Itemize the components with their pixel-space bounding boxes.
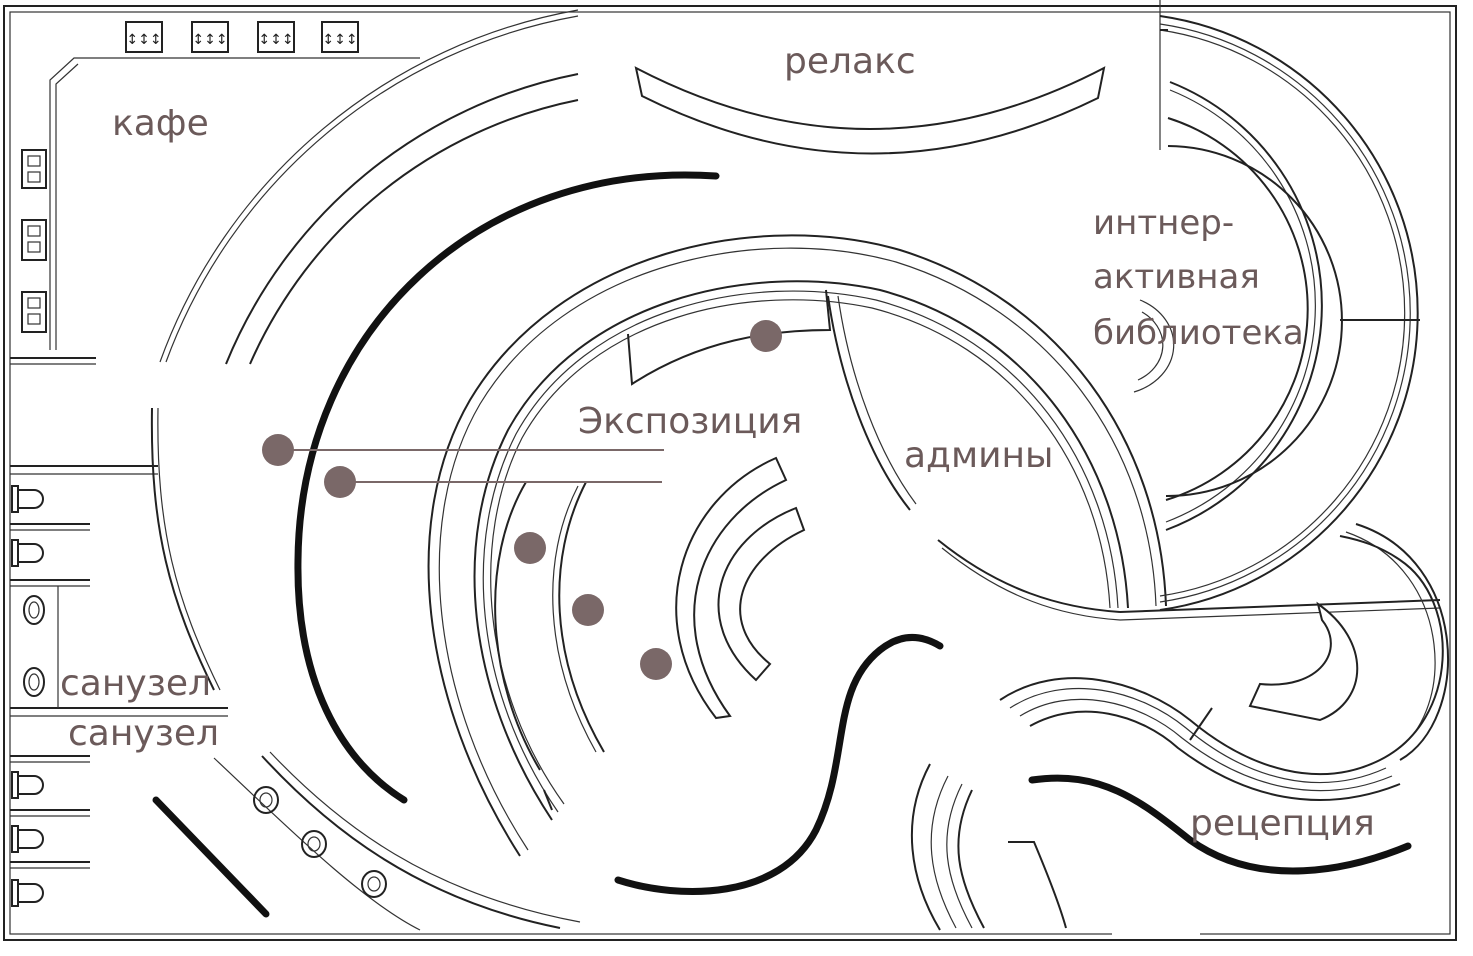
svg-text:↕↕↕: ↕↕↕ [126,32,161,48]
zone-label-cafe: кафе [112,103,209,144]
restroom-arcs [152,751,581,931]
zone-label-restroom-1: санузел [60,663,211,704]
admin-ring [427,234,1441,857]
cafe-appliances [21,149,47,333]
exhibit-point [750,320,782,352]
zone-label-library-line-3: библиотека [1093,313,1304,353]
relax-bench [634,66,1106,155]
central-black-wall [614,633,944,895]
exposition-boundary [294,171,720,804]
exhibit-markers [262,320,782,680]
zone-label-reception: рецепция [1190,803,1375,844]
toilets [11,485,44,907]
zone-label-exposition: Экспозиция [578,401,803,442]
exhibit-point [572,594,604,626]
zone-label-library-line-1: интнер- [1093,203,1235,243]
reception-ring [999,523,1449,801]
library-ring [1133,15,1420,611]
svg-text:↕↕↕: ↕↕↕ [322,32,357,48]
zone-label-library-line-2: активная [1093,257,1260,297]
exhibit-point [324,466,356,498]
svg-text:↕↕↕: ↕↕↕ [258,32,293,48]
zone-label-restroom-2: санузел [68,713,219,754]
exhibit-point [640,648,672,680]
lower-arcs [910,763,1067,931]
restroom-walls [10,407,228,869]
cafe-arcs [159,9,579,365]
exhibit-point [262,434,294,466]
sinks [23,595,45,697]
zone-label-relax: релакс [784,41,916,82]
exposition-inner-arcs [494,456,806,811]
svg-text:↕↕↕: ↕↕↕ [192,32,227,48]
outer-walls [3,0,1457,941]
vending-machines: ↕↕↕ ↕↕↕ ↕↕↕ ↕↕↕ [125,21,359,53]
zone-label-admins: админы [904,435,1054,476]
exhibit-point [514,532,546,564]
reception-black-wall [1028,774,1412,875]
restroom-black-wall [152,796,270,918]
cafe-counter [49,57,420,350]
restroom-sinks [253,786,387,898]
